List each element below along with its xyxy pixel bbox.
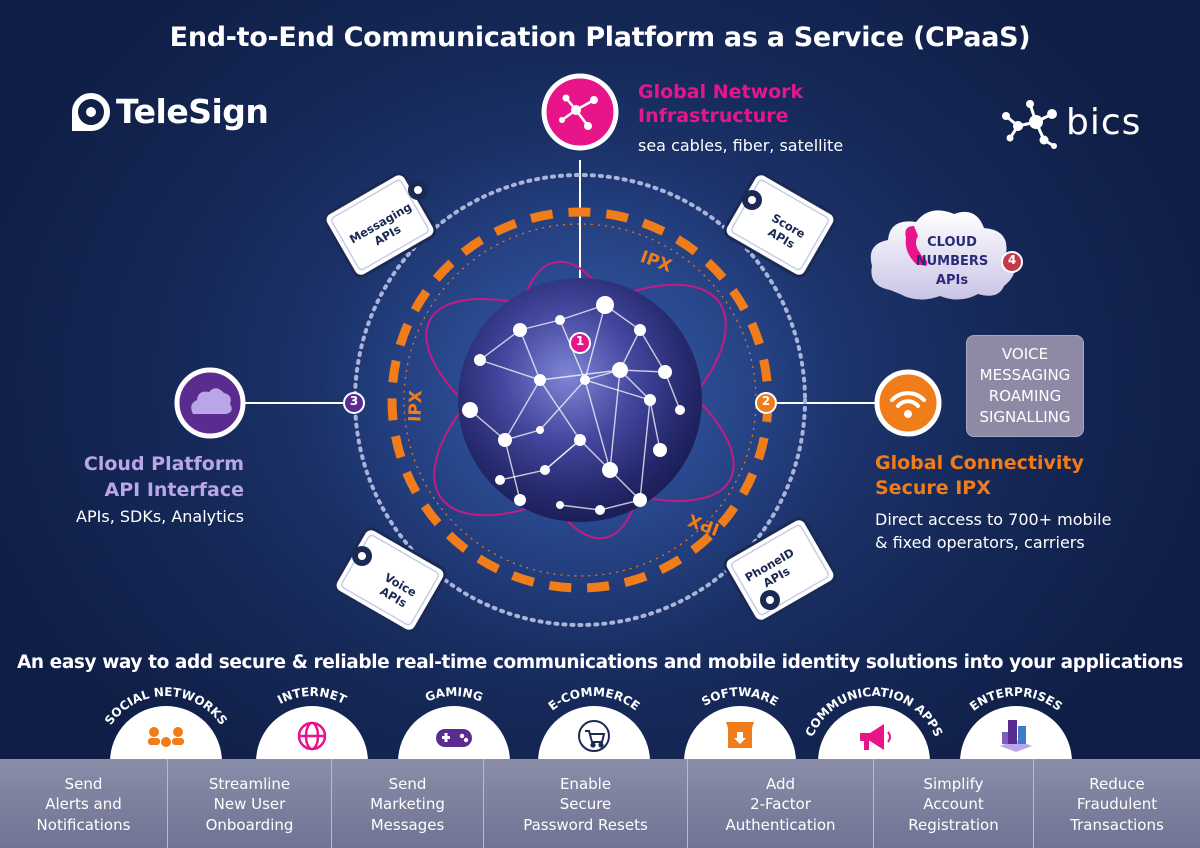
buildings-icon [1000,720,1032,752]
megaphone-icon [860,724,891,750]
hub-diagram [174,73,1023,660]
cloud-numbers-text: CLOUD NUMBERS APIs [915,235,989,288]
gear-icon [760,590,780,610]
bics-wordmark: bics [1066,101,1142,143]
dome-enterprises: ENTERPRISES [960,686,1072,762]
cloud-platform-subtitle: APIs, SDKs, Analytics [76,507,244,526]
industry-domes: SOCIAL NETWORKS INTERNET GAMING E-COMMER… [102,686,1072,762]
dome-internet: INTERNET [256,686,368,762]
gear-icon [408,180,428,200]
global-connectivity-title: Global Connectivity Secure IPX [875,452,1084,499]
badge-1 [569,332,591,354]
bics-mark-icon [1002,100,1057,149]
global-connectivity-node [874,369,942,437]
software-box-icon [726,722,754,748]
cloud-platform-node [174,367,246,439]
globe [458,278,702,522]
gear-icon [352,546,372,566]
gamepad-icon [436,729,472,747]
tagline: An easy way to add secure & reliable rea… [16,652,1184,673]
badge-1-number: 1 [575,334,585,348]
dome-communication-apps: COMMUNICATION APPS [803,686,945,762]
phone-icon [905,226,928,266]
badge-2 [755,392,777,414]
svg-text:SOFTWARE: SOFTWARE [699,686,781,709]
dome-software: SOFTWARE [684,686,796,762]
cloud-numbers-cloud [870,210,1023,300]
global-network-node [541,73,619,151]
ipx-label-left: IPX [405,389,427,423]
telesign-logo: TeleSign [72,92,269,131]
cloud-platform-title: Cloud Platform API Interface [83,453,244,501]
dome-gaming: GAMING [398,686,510,762]
global-network-subtitle: sea cables, fiber, satellite [638,136,844,155]
page-title: End-to-End Communication Platform as a S… [169,22,1031,53]
globe-nodes [462,296,685,515]
people-network-icon [148,727,184,747]
dome-e-commerce: E-COMMERCE [538,686,650,762]
badge-4 [1001,251,1023,273]
svg-text:INTERNET: INTERNET [275,686,349,707]
global-network-title: Global Network Infrastructure [638,81,804,127]
badge-3 [343,392,365,414]
dome-social-networks: SOCIAL NETWORKS [102,686,230,762]
messaging-apis-device [323,172,437,278]
badge-2-number: 2 [761,394,771,408]
bics-logo: bics [996,92,1141,152]
svg-text:GAMING: GAMING [423,686,484,704]
services-box: VOICE MESSAGING ROAMING SIGNALLING [966,335,1084,437]
globe-icon [297,721,327,751]
global-connectivity-subtitle: Direct access to 700+ mobile & fixed ope… [875,510,1112,552]
phoneid-apis-device [723,517,837,623]
badge-3-number: 3 [349,394,359,408]
gear-icon [742,190,762,210]
telesign-wordmark: TeleSign [116,92,269,131]
telesign-mark-icon [72,92,110,131]
shopping-cart-icon [578,720,610,752]
badge-4-number: 4 [1007,253,1017,267]
